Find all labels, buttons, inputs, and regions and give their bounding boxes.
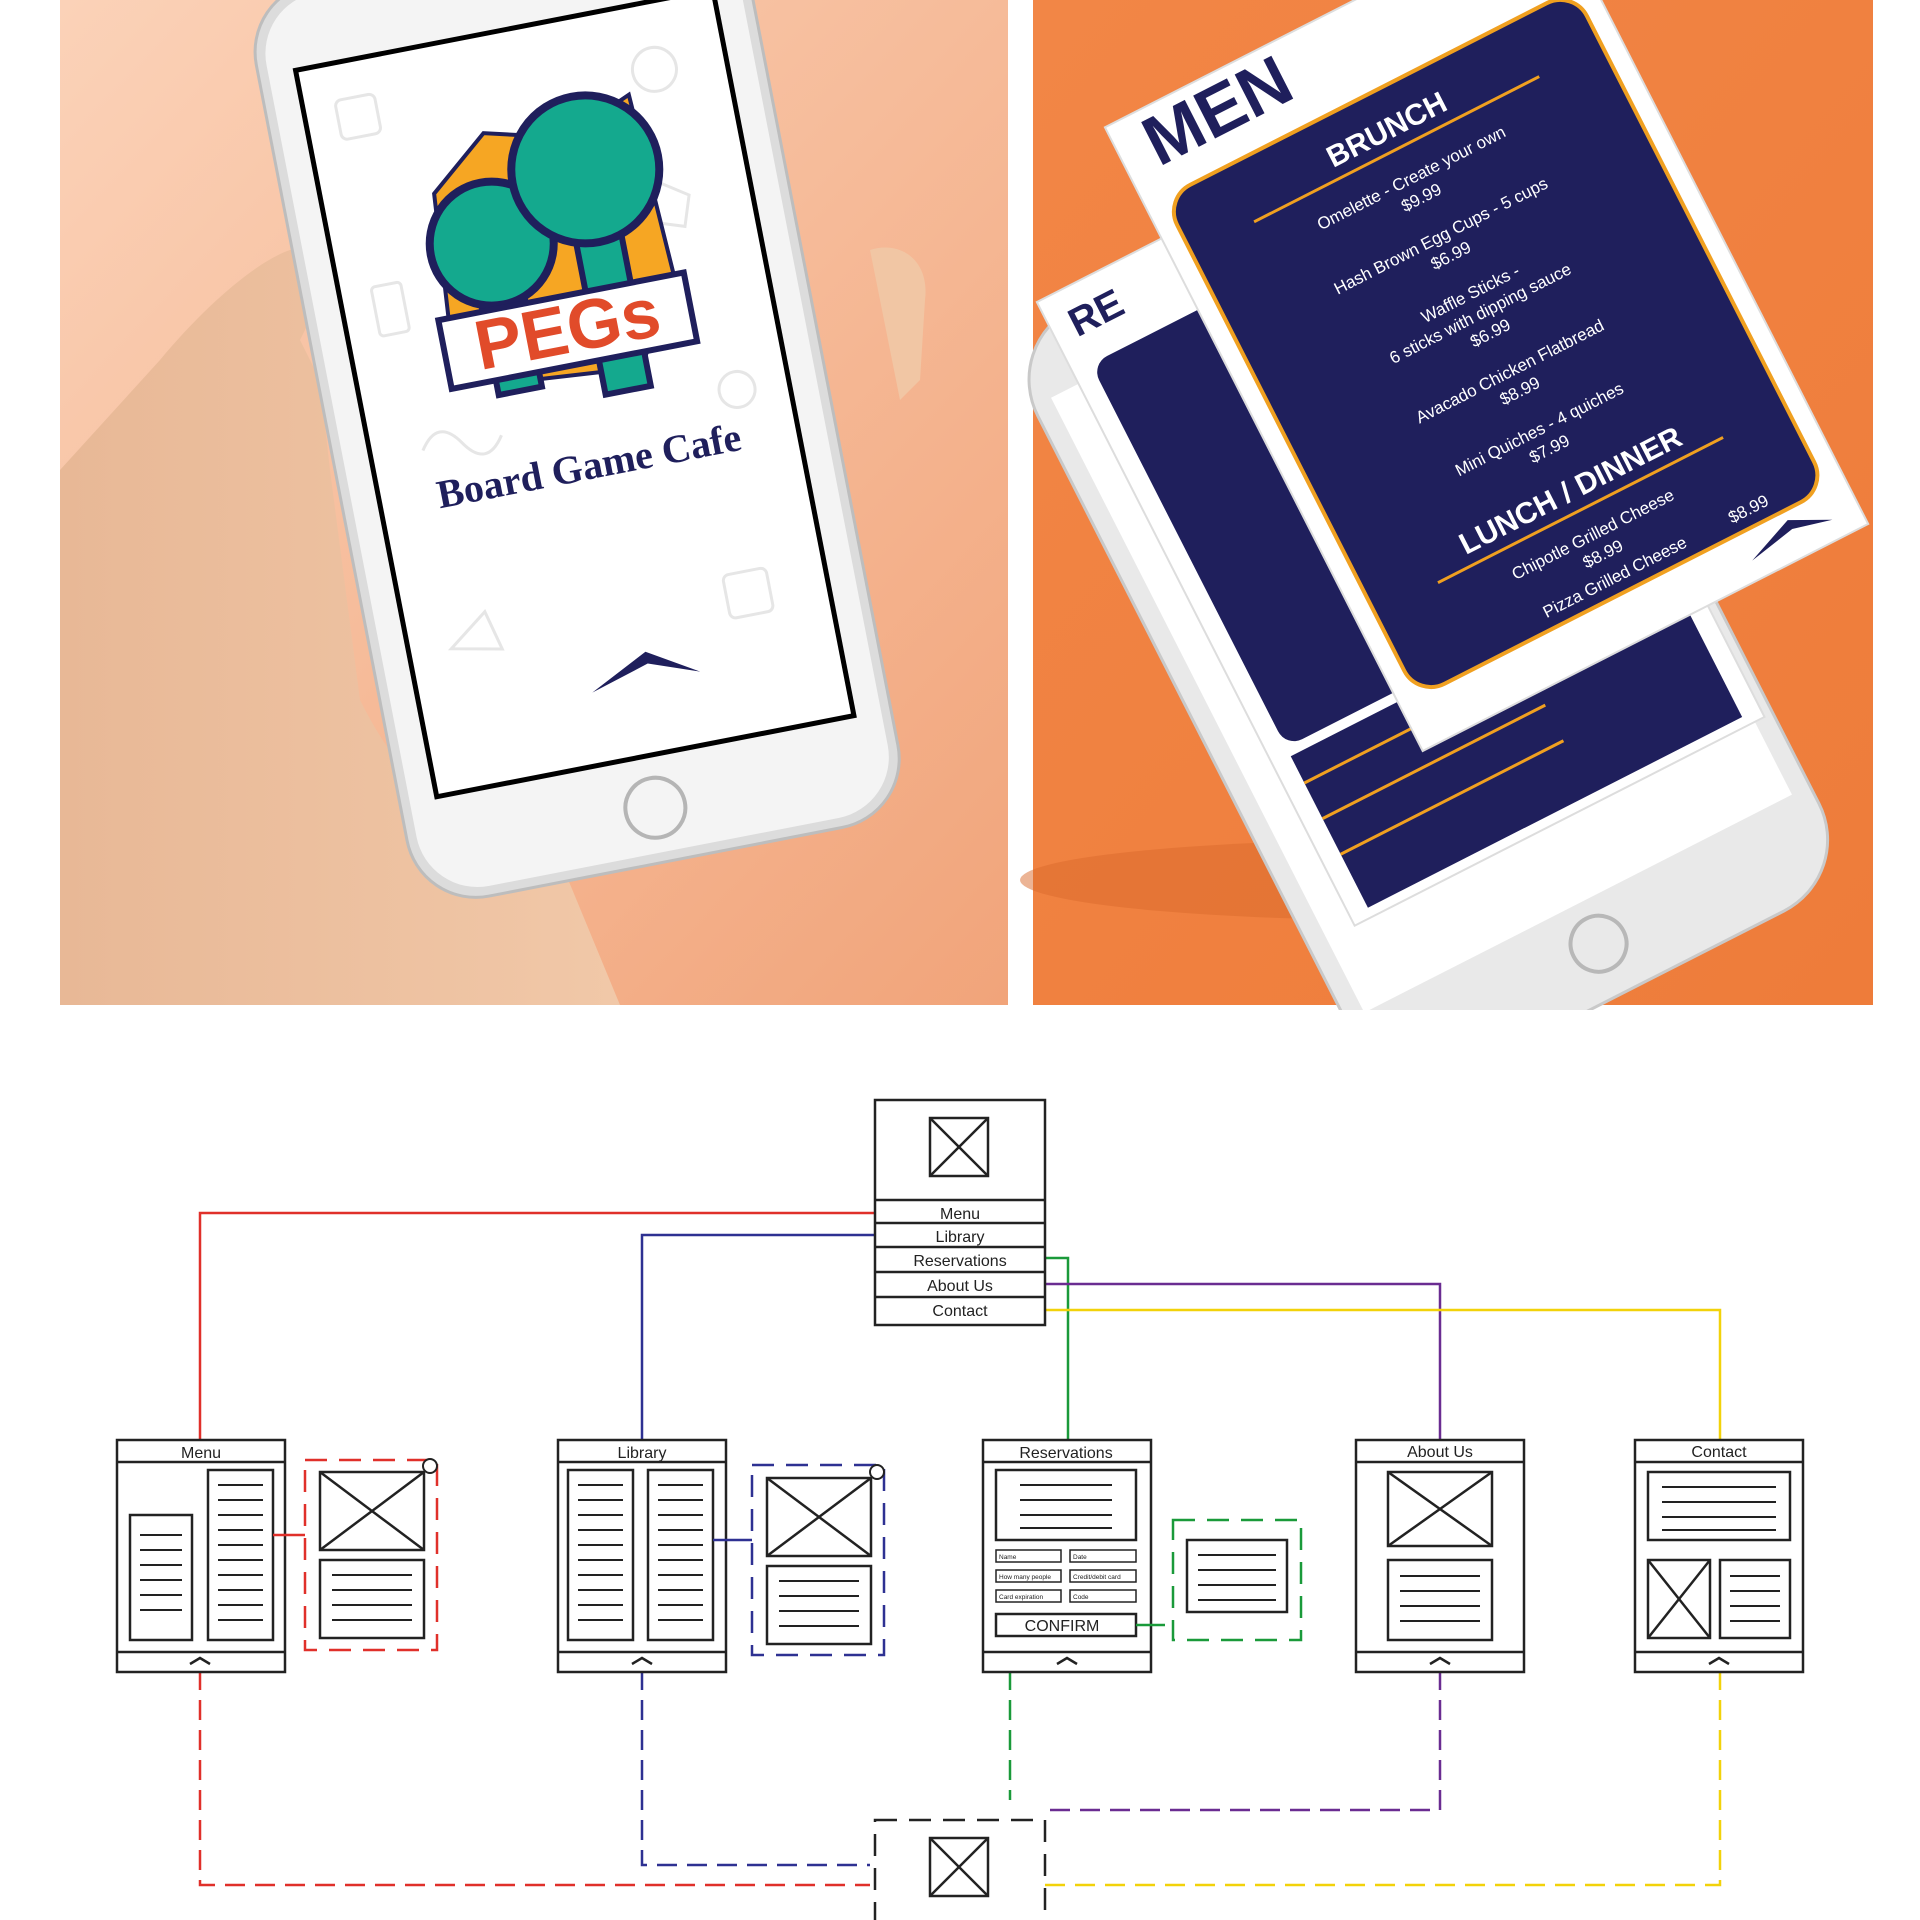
- wireframe-about: [1354, 1438, 1526, 1674]
- confirm-button[interactable]: CONFIRM: [1025, 1618, 1100, 1635]
- menu-photo: RE MEN BRUNCH Omelette - Create your own…: [1020, 0, 1873, 1010]
- popup-confirmation: [1171, 1518, 1303, 1642]
- connector-about: [1045, 1282, 1442, 1445]
- connector-library: [640, 1233, 875, 1445]
- connector-reservations: [1045, 1256, 1070, 1445]
- up-chevron-icon[interactable]: [1743, 502, 1833, 561]
- field-people[interactable]: How many people: [999, 1574, 1051, 1581]
- field-name[interactable]: Name: [999, 1554, 1017, 1561]
- wireframe-contact: [1633, 1438, 1805, 1674]
- page-title-about: About Us: [1407, 1444, 1473, 1461]
- close-icon[interactable]: [869, 1464, 885, 1480]
- page-title-library: Library: [618, 1445, 667, 1462]
- home-nav-reservations[interactable]: Reservations: [913, 1253, 1006, 1270]
- close-icon[interactable]: [422, 1458, 438, 1474]
- field-card[interactable]: Credit/debit card: [1073, 1574, 1121, 1581]
- splash-photo: PEGs Board Game Cafe: [60, 0, 1008, 1005]
- home-nav-menu[interactable]: Menu: [940, 1206, 980, 1223]
- home-nav-about[interactable]: About Us: [927, 1278, 993, 1295]
- field-date[interactable]: Date: [1073, 1554, 1087, 1561]
- page-title-reservations: Reservations: [1019, 1445, 1112, 1462]
- menu-screen: MEN BRUNCH Omelette - Create your own $9…: [1103, 0, 1870, 753]
- home-nav-library[interactable]: Library: [936, 1229, 985, 1246]
- app-mockup-photos: PEGs Board Game Cafe RE: [60, 0, 1873, 1010]
- connector-menu: [198, 1211, 875, 1445]
- wireframe-menu: [115, 1438, 287, 1674]
- connector-contact: [1045, 1308, 1722, 1445]
- page-title-menu: Menu: [181, 1445, 221, 1462]
- wireframe-home-return: [873, 1818, 1047, 1920]
- pegs-logo: PEGs: [425, 91, 701, 399]
- sitemap-flow-diagram: Menu Library Reservations About Us Conta…: [115, 1098, 1805, 1920]
- home-nav-contact[interactable]: Contact: [932, 1303, 988, 1320]
- popup-library-item: [750, 1463, 886, 1657]
- up-chevron-icon[interactable]: [587, 642, 701, 693]
- wireframe-home: [873, 1098, 1047, 1327]
- field-code[interactable]: Code: [1073, 1594, 1089, 1601]
- wireframe-library: [556, 1438, 728, 1674]
- popup-menu-item: [303, 1458, 439, 1652]
- page-title-contact: Contact: [1691, 1444, 1747, 1461]
- field-expiration[interactable]: Card expiration: [999, 1594, 1043, 1601]
